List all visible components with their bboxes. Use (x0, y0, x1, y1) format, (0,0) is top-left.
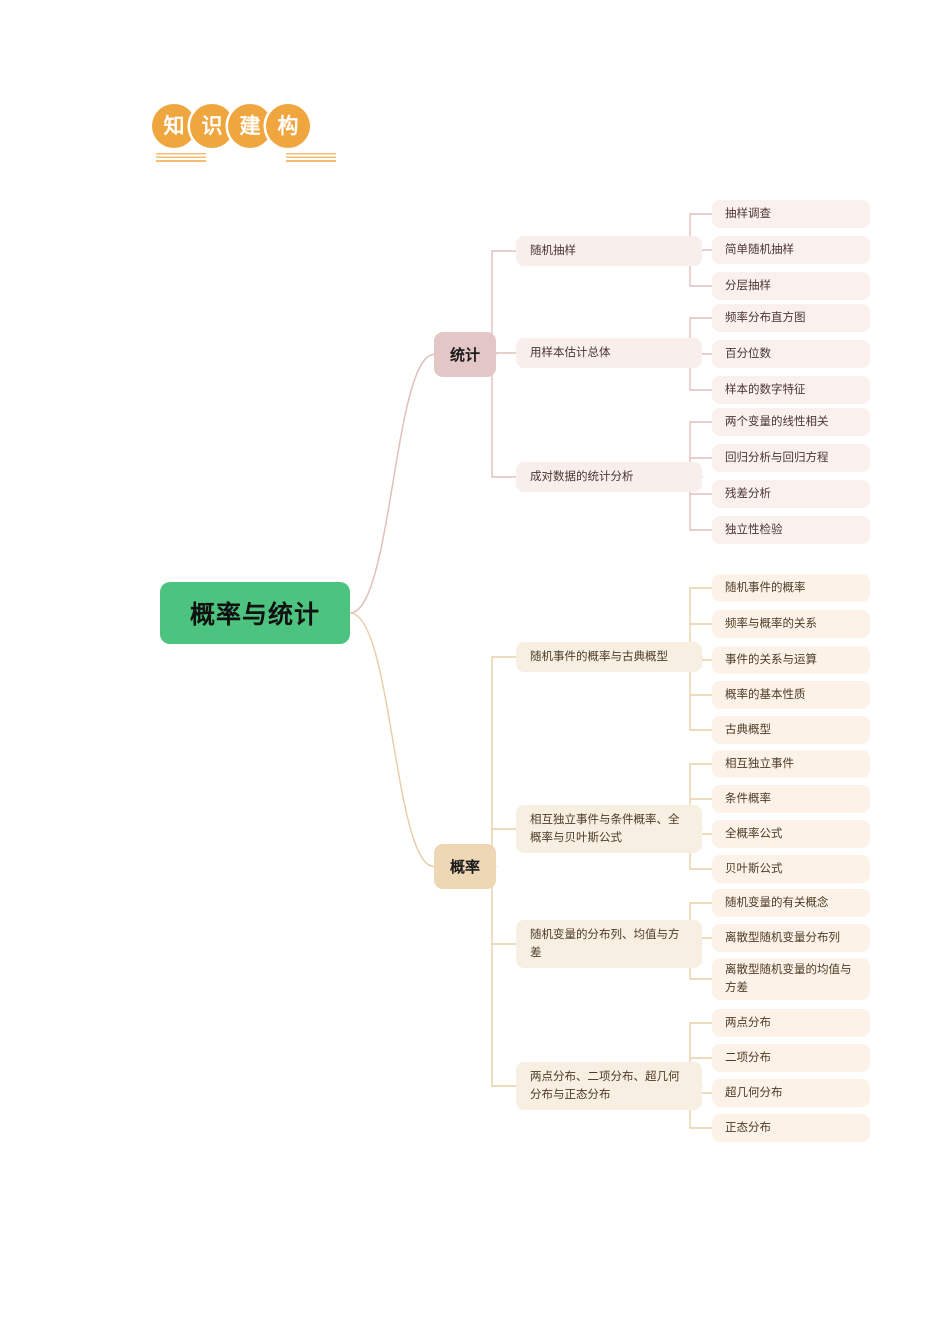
leaf-node-随机变量的有关概-label: 随机变量的有关概念 (725, 895, 829, 910)
leaf-node-频率与概率的关系-label: 频率与概率的关系 (725, 616, 817, 631)
badge-char-2: 识 (190, 104, 234, 148)
leaf-node-频率分布直方图-label: 频率分布直方图 (725, 310, 806, 325)
leaf-node-残差分析-label: 残差分析 (725, 486, 771, 501)
topic-node-随机变量的分布列-label: 随机变量的分布列、均值与方差 (530, 927, 680, 959)
leaf-node-正态分布[interactable]: 正态分布 (712, 1114, 870, 1142)
section-header-badge: 知 识 建 构 (152, 104, 352, 174)
connector-line (349, 353, 435, 614)
leaf-node-分层抽样-label: 分层抽样 (725, 278, 771, 293)
leaf-node-离散型随机变量分-label: 离散型随机变量分布列 (725, 930, 840, 945)
topic-node-随机事件的概率与[interactable]: 随机事件的概率与古典概型 (516, 642, 702, 672)
leaf-node-百分位数[interactable]: 百分位数 (712, 340, 870, 368)
badge-circle-group: 知 识 建 构 (152, 104, 310, 148)
leaf-node-随机变量的有关概[interactable]: 随机变量的有关概念 (712, 889, 870, 917)
leaf-node-贝叶斯公式-label: 贝叶斯公式 (725, 861, 783, 876)
topic-node-成对数据的统计分[interactable]: 成对数据的统计分析 (516, 462, 702, 492)
leaf-node-分层抽样[interactable]: 分层抽样 (712, 272, 870, 300)
leaf-node-全概率公式-label: 全概率公式 (725, 826, 783, 841)
leaf-node-贝叶斯公式[interactable]: 贝叶斯公式 (712, 855, 870, 883)
leaf-node-残差分析[interactable]: 残差分析 (712, 480, 870, 508)
leaf-node-相互独立事件-label: 相互独立事件 (725, 756, 794, 771)
leaf-node-回归分析与回归方[interactable]: 回归分析与回归方程 (712, 444, 870, 472)
leaf-node-离散型随机变量的-label: 离散型随机变量的均值与方差 (725, 962, 852, 994)
branch-node-概率[interactable]: 概率 (434, 844, 496, 889)
topic-node-用样本估计总体-label: 用样本估计总体 (530, 345, 611, 360)
leaf-node-事件的关系与运算[interactable]: 事件的关系与运算 (712, 646, 870, 674)
leaf-node-样本的数字特征-label: 样本的数字特征 (725, 382, 806, 397)
badge-underline-left (156, 153, 206, 162)
leaf-node-两个变量的线性相[interactable]: 两个变量的线性相关 (712, 408, 870, 436)
leaf-node-百分位数-label: 百分位数 (725, 346, 771, 361)
leaf-node-超几何分布-label: 超几何分布 (725, 1085, 783, 1100)
topic-node-随机抽样-label: 随机抽样 (530, 243, 576, 258)
topic-node-随机抽样[interactable]: 随机抽样 (516, 236, 702, 266)
leaf-node-两点分布[interactable]: 两点分布 (712, 1009, 870, 1037)
topic-node-相互独立事件与条[interactable]: 相互独立事件与条件概率、全概率与贝叶斯公式 (516, 805, 702, 853)
leaf-node-条件概率-label: 条件概率 (725, 791, 771, 806)
badge-underline-right (286, 153, 336, 162)
leaf-node-随机事件的概率-label: 随机事件的概率 (725, 580, 806, 595)
leaf-node-事件的关系与运算-label: 事件的关系与运算 (725, 652, 817, 667)
leaf-node-两个变量的线性相-label: 两个变量的线性相关 (725, 414, 829, 429)
leaf-node-随机事件的概率[interactable]: 随机事件的概率 (712, 574, 870, 602)
leaf-node-相互独立事件[interactable]: 相互独立事件 (712, 750, 870, 778)
leaf-node-抽样调查[interactable]: 抽样调查 (712, 200, 870, 228)
branch-node-统计[interactable]: 统计 (434, 332, 496, 377)
topic-node-随机变量的分布列[interactable]: 随机变量的分布列、均值与方差 (516, 920, 702, 968)
leaf-node-条件概率[interactable]: 条件概率 (712, 785, 870, 813)
branch-node-统计-label: 统计 (449, 346, 480, 364)
leaf-node-正态分布-label: 正态分布 (725, 1120, 771, 1135)
leaf-node-样本的数字特征[interactable]: 样本的数字特征 (712, 376, 870, 404)
leaf-node-回归分析与回归方-label: 回归分析与回归方程 (725, 450, 829, 465)
leaf-node-概率的基本性质[interactable]: 概率的基本性质 (712, 681, 870, 709)
leaf-node-二项分布[interactable]: 二项分布 (712, 1044, 870, 1072)
leaf-node-超几何分布[interactable]: 超几何分布 (712, 1079, 870, 1107)
leaf-node-离散型随机变量分[interactable]: 离散型随机变量分布列 (712, 924, 870, 952)
leaf-node-离散型随机变量的[interactable]: 离散型随机变量的均值与方差 (712, 958, 870, 1000)
topic-node-成对数据的统计分-label: 成对数据的统计分析 (530, 469, 634, 484)
badge-char-3: 建 (228, 104, 272, 148)
leaf-node-独立性检验[interactable]: 独立性检验 (712, 516, 870, 544)
leaf-node-频率与概率的关系[interactable]: 频率与概率的关系 (712, 610, 870, 638)
root-node-label: 概率与统计 (189, 600, 320, 629)
branch-node-概率-label: 概率 (449, 858, 480, 876)
topic-node-两点分布二项分布-label: 两点分布、二项分布、超几何分布与正态分布 (530, 1069, 680, 1101)
leaf-node-古典概型[interactable]: 古典概型 (712, 716, 870, 744)
leaf-node-简单随机抽样-label: 简单随机抽样 (725, 242, 794, 257)
badge-char-1: 知 (152, 104, 196, 148)
leaf-node-简单随机抽样[interactable]: 简单随机抽样 (712, 236, 870, 264)
leaf-node-两点分布-label: 两点分布 (725, 1015, 771, 1030)
topic-node-相互独立事件与条-label: 相互独立事件与条件概率、全概率与贝叶斯公式 (530, 812, 680, 844)
topic-node-用样本估计总体[interactable]: 用样本估计总体 (516, 338, 702, 368)
badge-char-4: 构 (266, 104, 310, 148)
leaf-node-独立性检验-label: 独立性检验 (725, 522, 783, 537)
topic-node-两点分布二项分布[interactable]: 两点分布、二项分布、超几何分布与正态分布 (516, 1062, 702, 1110)
leaf-node-抽样调查-label: 抽样调查 (725, 206, 771, 221)
leaf-node-频率分布直方图[interactable]: 频率分布直方图 (712, 304, 870, 332)
leaf-node-全概率公式[interactable]: 全概率公式 (712, 820, 870, 848)
leaf-node-概率的基本性质-label: 概率的基本性质 (725, 687, 806, 702)
leaf-node-古典概型-label: 古典概型 (725, 722, 771, 737)
topic-node-随机事件的概率与-label: 随机事件的概率与古典概型 (530, 649, 668, 664)
connector-line (349, 612, 435, 868)
root-node[interactable]: 概率与统计 (160, 582, 350, 644)
leaf-node-二项分布-label: 二项分布 (725, 1050, 771, 1065)
